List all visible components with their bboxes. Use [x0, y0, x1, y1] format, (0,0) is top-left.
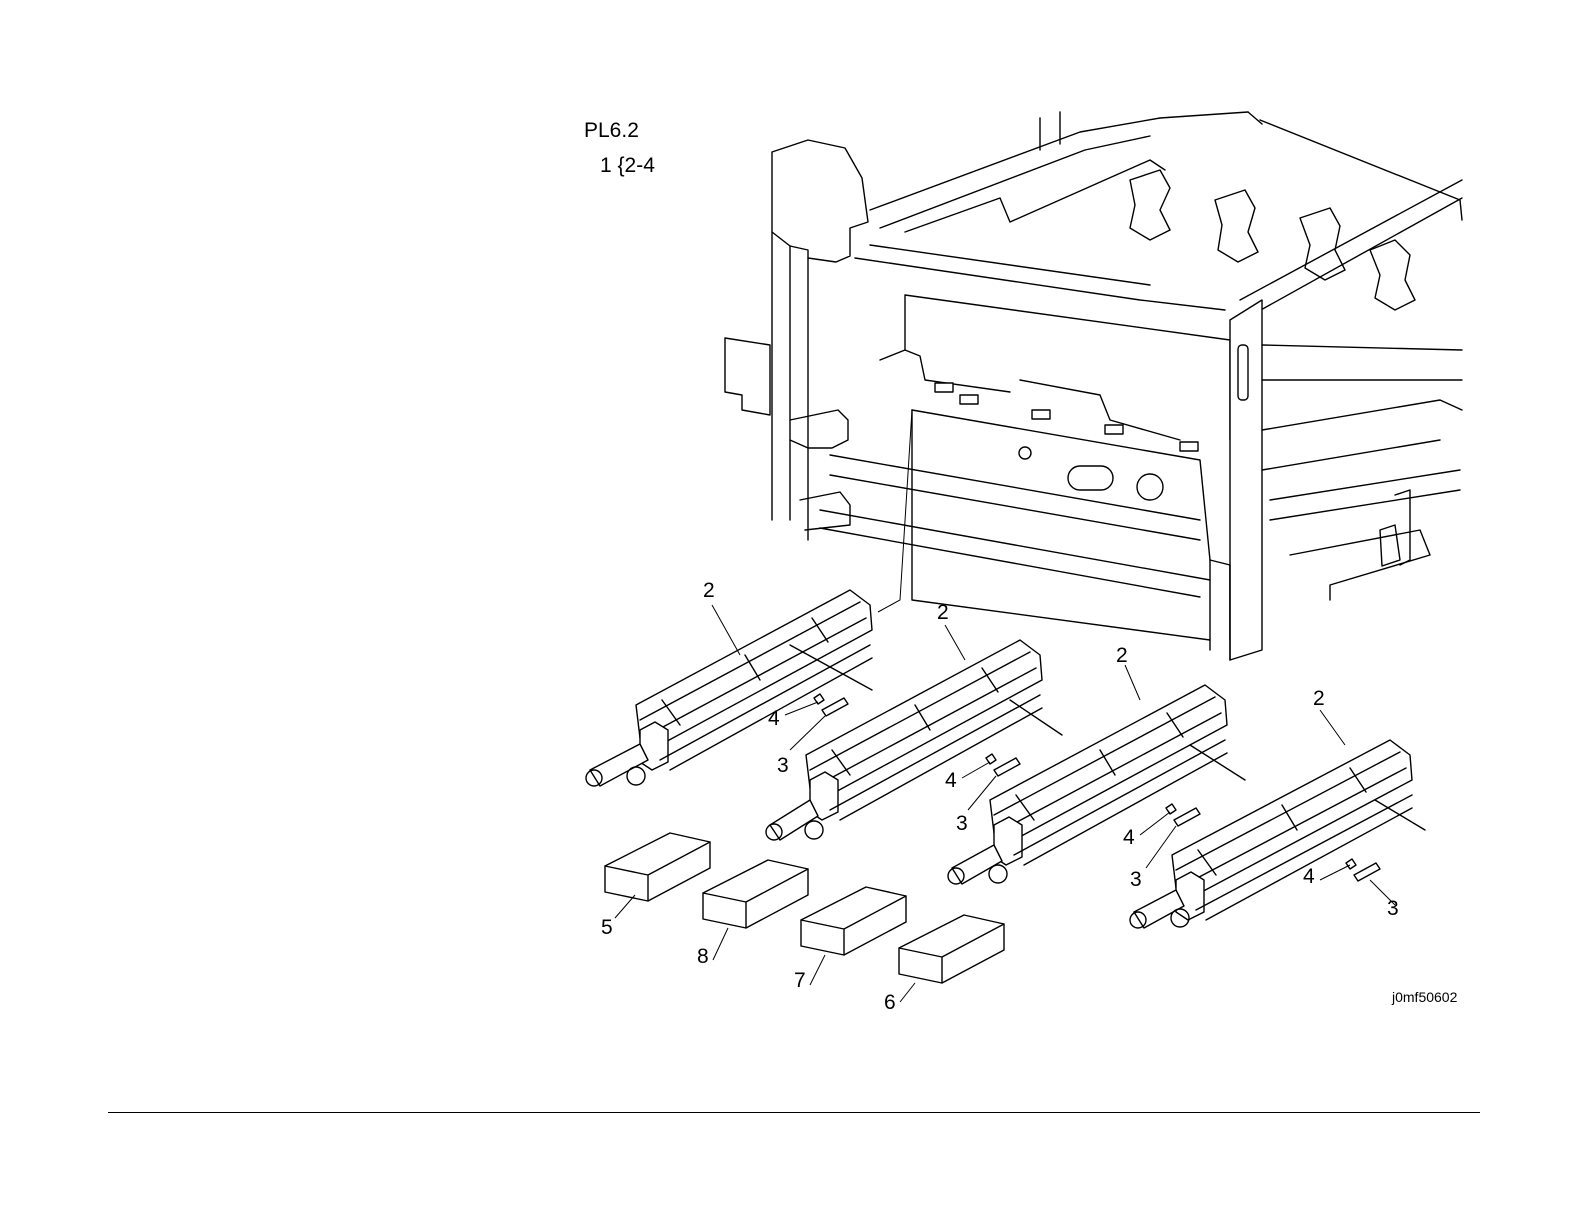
- callout-label: 8: [697, 946, 709, 967]
- leader-line-frame: [878, 410, 912, 612]
- callout-label: 4: [768, 708, 780, 729]
- callout-label: 3: [1387, 898, 1399, 919]
- callout-label: 2: [703, 580, 715, 601]
- plate-reference: PL6.2: [584, 120, 639, 141]
- callout-label: 3: [1130, 869, 1142, 890]
- callout-label: 7: [794, 970, 806, 991]
- callout-label: 3: [956, 813, 968, 834]
- callout-label: 4: [1303, 866, 1315, 887]
- callout-label: 2: [937, 602, 949, 623]
- callout-label: 3: [777, 755, 789, 776]
- printer-frame: [725, 112, 1462, 660]
- callout-label: 4: [945, 770, 957, 791]
- callout-label: 2: [1116, 645, 1128, 666]
- callout-label: 2: [1313, 688, 1325, 709]
- toner-boxes: [605, 833, 1004, 983]
- callout-label: 5: [601, 917, 613, 938]
- callout-label: 6: [884, 992, 896, 1013]
- figure-id: j0mf50602: [1392, 990, 1457, 1004]
- plate-sub-reference: 1 {2-4: [600, 155, 655, 176]
- callout-label: 4: [1123, 827, 1135, 848]
- footer-rule: [108, 1112, 1480, 1113]
